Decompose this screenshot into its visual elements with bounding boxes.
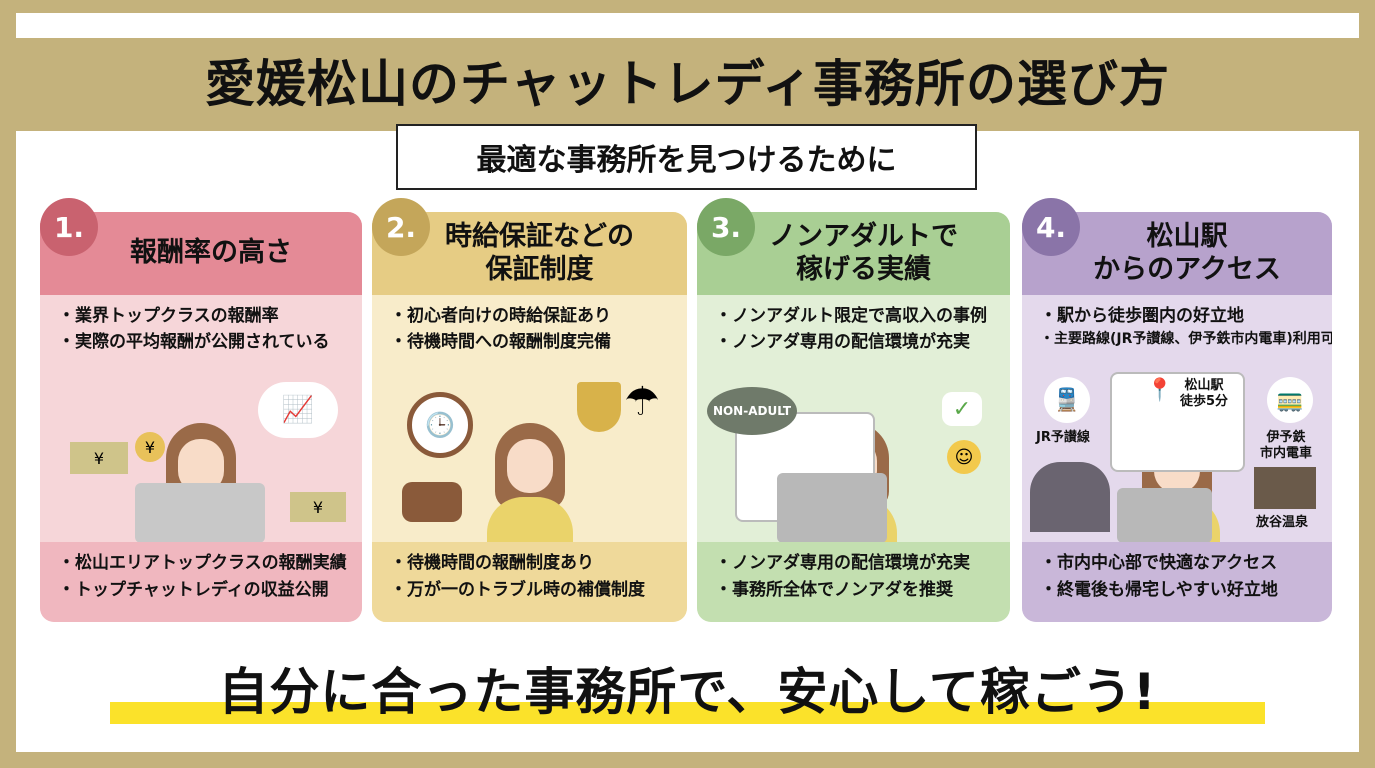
castle-icon: [1030, 462, 1110, 532]
laptop-icon: [777, 473, 887, 543]
card-heading-line: からのアクセス: [1093, 253, 1281, 285]
jr-label: JR予讃線: [1036, 430, 1090, 445]
card-top-points: ・駅から徒歩圏内の好立地・主要路線(JR予讃線、伊予鉄市内電車)利用可: [1022, 295, 1332, 351]
card-point: ・待機時間の報酬制度あり: [390, 553, 594, 573]
card-heading-line: 松山駅: [1146, 221, 1228, 253]
badge-text: NON-ADULT: [712, 404, 792, 418]
monitor-icon: [135, 483, 265, 543]
title-band: 愛媛松山のチャットレディ事務所の選び方: [16, 38, 1359, 131]
growth-chart-icon: 📈: [258, 382, 338, 438]
laptop-icon: [1117, 488, 1212, 543]
card-heading-line: 稼げる実績: [796, 253, 931, 285]
shield-icon: [577, 382, 621, 432]
subtitle-box: 最適な事務所を見つけるために: [396, 124, 977, 190]
check-icon: ✓: [942, 392, 982, 426]
card-number-badge: 3.: [697, 198, 755, 256]
card-heading-line: 報酬率の高さ: [130, 237, 292, 269]
card-illustration: 📍松山駅徒歩5分 🚆 JR予讃線 🚃 伊予鉄市内電車放谷温泉: [1022, 372, 1332, 543]
jr-train-icon: 🚆: [1044, 377, 1090, 423]
smile-icon: ☺: [947, 440, 981, 474]
woman-illustration: [486, 423, 573, 543]
card-heading-line: ノンアダルトで: [769, 221, 958, 253]
card-1: 報酬率の高さ・業界トップクラスの報酬率・実際の平均報酬が公開されている¥¥¥📈・…: [40, 212, 362, 622]
banknote-icon: ¥: [290, 492, 346, 522]
card-point: ・駅から徒歩圏内の好立地: [1040, 306, 1244, 326]
page-title: 愛媛松山のチャットレディ事務所の選び方: [205, 54, 1170, 113]
card-top-points: ・ノンアダルト限定で高収入の事例・ノンアダ専用の配信環境が充実: [697, 295, 1010, 356]
iyotetsu-line1: 伊予鉄: [1266, 430, 1306, 445]
card-heading-line: 時給保証などの: [445, 221, 634, 253]
station-label: 松山駅徒歩5分: [1180, 378, 1228, 411]
card-illustration: 🕒☂: [372, 372, 687, 543]
card-illustration: NON-ADULT ✓ ☺: [697, 372, 1010, 543]
card-top-points: ・業界トップクラスの報酬率・実際の平均報酬が公開されている: [40, 295, 362, 356]
card-heading-line: 保証制度: [485, 253, 594, 285]
card-4: 松山駅からのアクセス・駅から徒歩圏内の好立地・主要路線(JR予讃線、伊予鉄市内電…: [1022, 212, 1332, 622]
card-point: ・待機時間への報酬制度完備: [390, 332, 611, 353]
card-point: ・松山エリアトップクラスの報酬実績: [58, 553, 347, 573]
clock-icon: 🕒: [407, 392, 473, 458]
card-bottom-points: ・ノンアダ専用の配信環境が充実・事務所全体でノンアダを推奨: [697, 542, 1010, 622]
card-number-badge: 1.: [40, 198, 98, 256]
card-point: ・ノンアダ専用の配信環境が充実: [715, 332, 970, 353]
card-bottom-points: ・松山エリアトップクラスの報酬実績・トップチャットレディの収益公開: [40, 542, 362, 622]
wallet-icon: [402, 482, 462, 522]
non-adult-badge: NON-ADULT: [707, 387, 797, 435]
card-number-badge: 4.: [1022, 198, 1080, 256]
card-point: ・万が一のトラブル時の補償制度: [390, 580, 645, 601]
walk-time: 徒歩5分: [1180, 394, 1229, 410]
card-point: ・ノンアダルト限定で高収入の事例: [715, 306, 987, 326]
onsen-building-icon: [1254, 467, 1316, 509]
card-2: 時給保証などの保証制度・初心者向けの時給保証あり・待機時間への報酬制度完備🕒☂・…: [372, 212, 687, 622]
onsen-label: 放谷温泉: [1256, 515, 1309, 530]
top-strip: [16, 13, 1359, 38]
map-icon: 📍: [1110, 372, 1245, 472]
yen-coin-icon: ¥: [135, 432, 165, 462]
card-point: ・業界トップクラスの報酬率: [58, 306, 279, 326]
iyotetsu-line2: 市内電車: [1260, 446, 1313, 462]
card-illustration: ¥¥¥📈: [40, 372, 362, 543]
card-3: ノンアダルトで稼げる実績・ノンアダルト限定で高収入の事例・ノンアダ専用の配信環境…: [697, 212, 1010, 622]
card-point: ・実際の平均報酬が公開されている: [58, 332, 330, 353]
tram-icon: 🚃: [1267, 377, 1313, 423]
iyotetsu-label: 伊予鉄市内電車: [1260, 430, 1312, 463]
station-name: 松山駅: [1184, 378, 1224, 393]
slogan: 自分に合った事務所で、安心して稼ごう!: [218, 663, 1157, 721]
umbrella-icon: ☂: [624, 379, 660, 425]
card-point: ・事務所全体でノンアダを推奨: [715, 580, 953, 601]
card-point: ・主要路線(JR予讃線、伊予鉄市内電車)利用可: [1040, 331, 1332, 348]
card-bottom-points: ・待機時間の報酬制度あり・万が一のトラブル時の補償制度: [372, 542, 687, 622]
card-point: ・終電後も帰宅しやすい好立地: [1040, 580, 1278, 601]
card-number-badge: 2.: [372, 198, 430, 256]
banknote-icon: ¥: [70, 442, 128, 474]
card-point: ・トップチャットレディの収益公開: [58, 580, 329, 601]
card-point: ・ノンアダ専用の配信環境が充実: [715, 553, 970, 573]
card-point: ・初心者向けの時給保証あり: [390, 306, 611, 326]
card-point: ・市内中心部で快適なアクセス: [1040, 553, 1278, 573]
card-bottom-points: ・市内中心部で快適なアクセス・終電後も帰宅しやすい好立地: [1022, 542, 1332, 622]
card-top-points: ・初心者向けの時給保証あり・待機時間への報酬制度完備: [372, 295, 687, 356]
slogan-highlight: [110, 702, 1265, 724]
